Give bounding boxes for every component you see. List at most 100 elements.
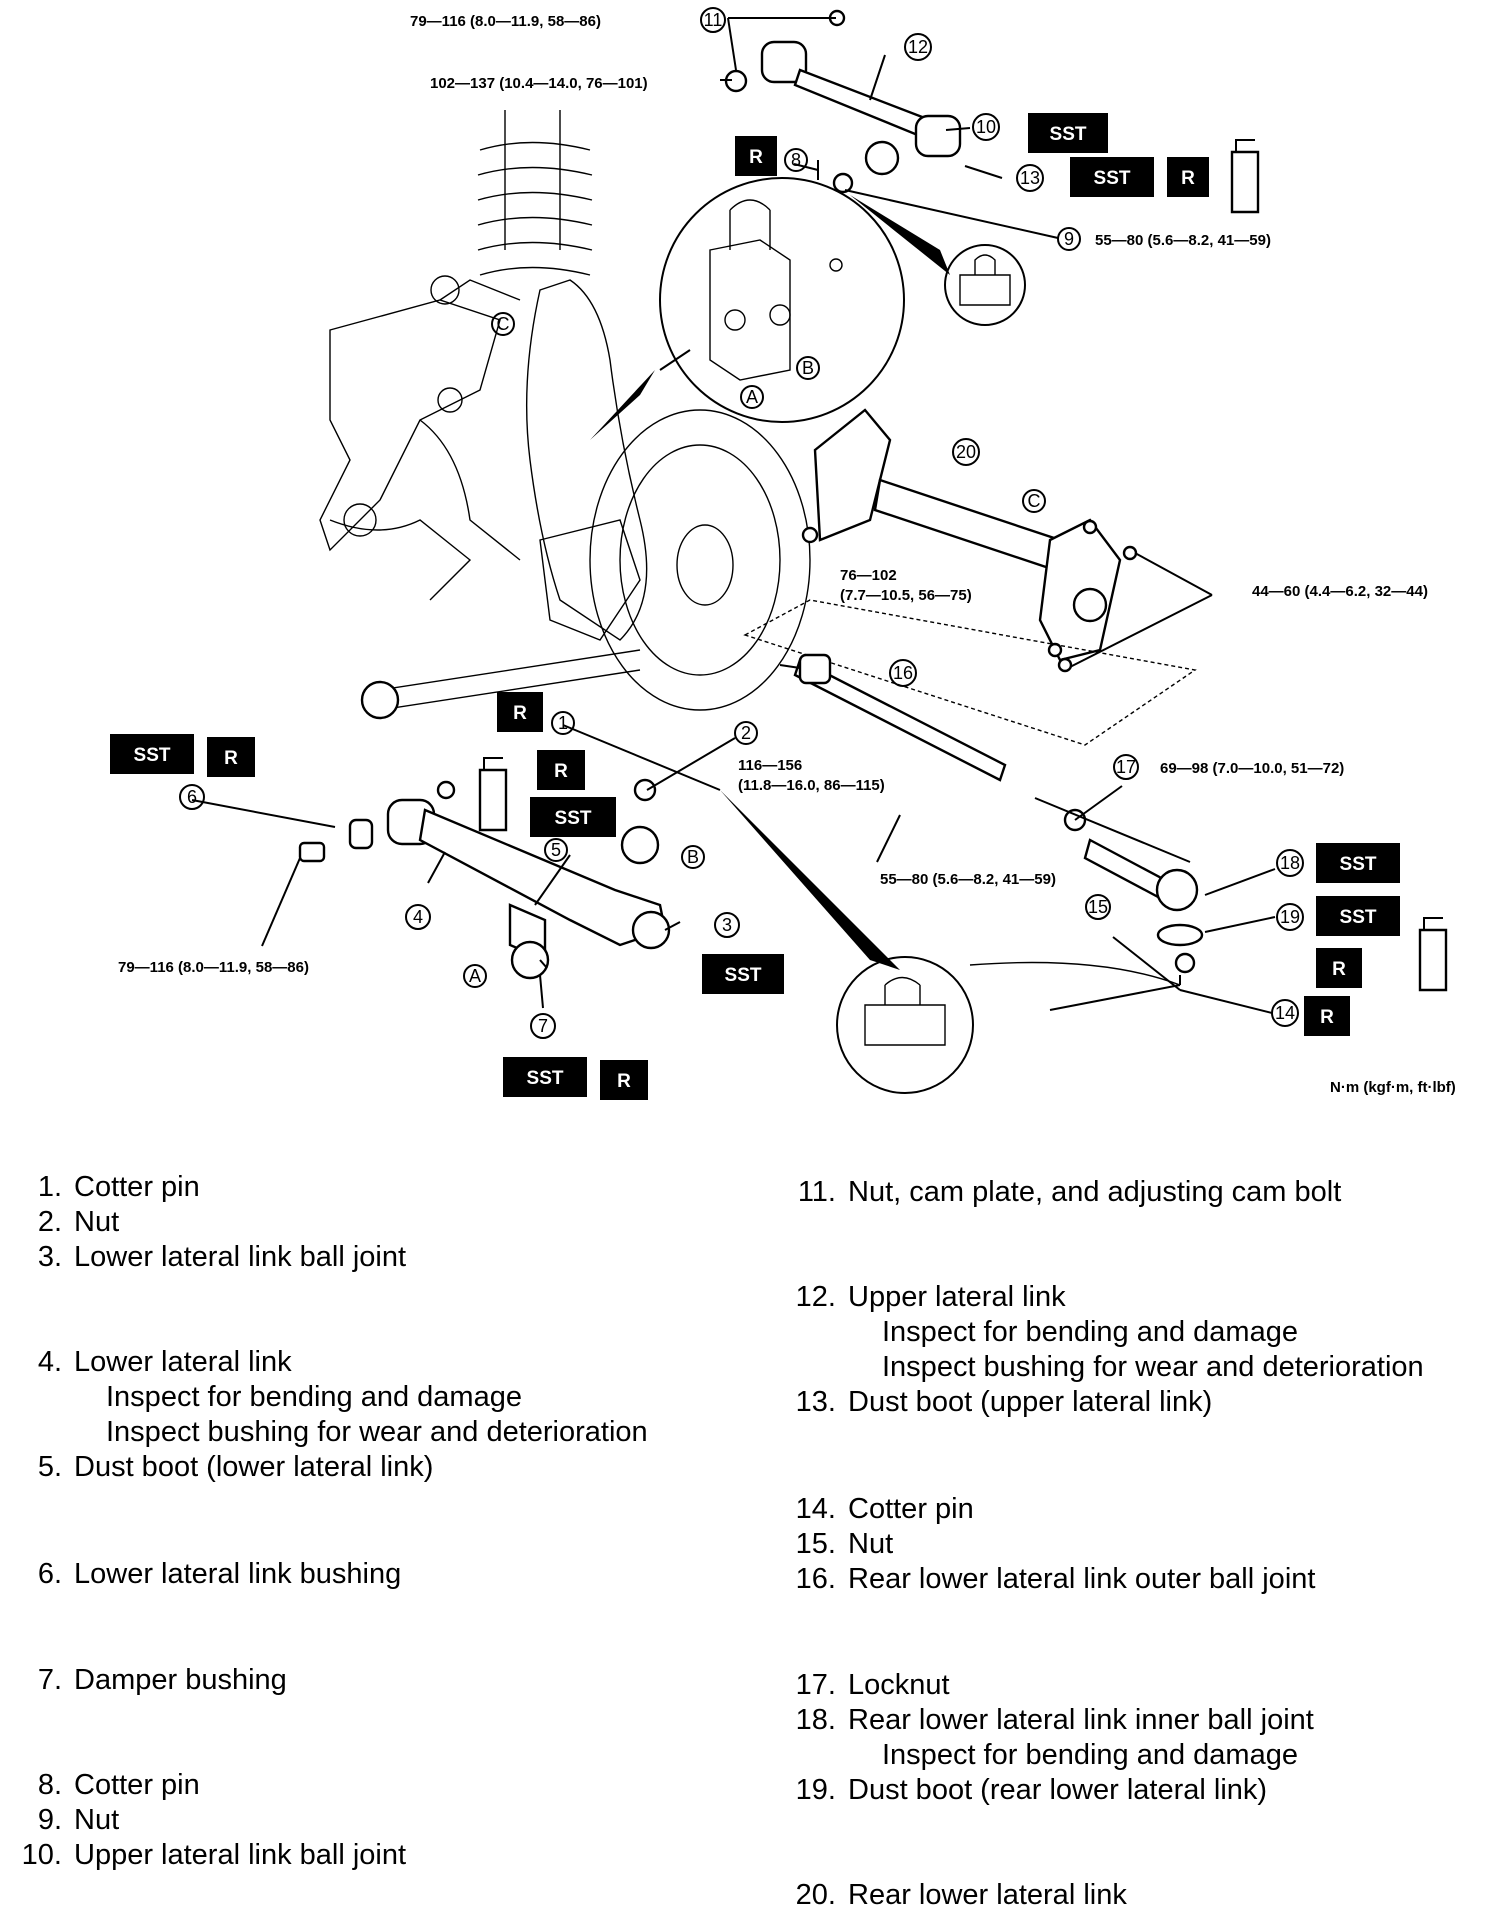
svg-text:14: 14 (1275, 1003, 1295, 1023)
legend-item-5: 5.Dust boot (lower lateral link) (37, 1451, 434, 1483)
suspension-exploded-diagram: 11 12 10 8 13 9 C B A 20 C 16 1 2 17 6 5… (110, 7, 1456, 1100)
callout-11: 11 (700, 7, 726, 33)
callout-5: 5 (544, 838, 568, 862)
leader-lines (191, 17, 1276, 1014)
svg-text:5: 5 (551, 840, 561, 860)
svg-text:R: R (1181, 168, 1195, 189)
svg-text:19: 19 (1280, 907, 1300, 927)
svg-text:C: C (497, 314, 510, 334)
svg-text:20: 20 (956, 442, 976, 462)
legend-item-11: 11.Nut, cam plate, and adjusting cam bol… (797, 1176, 1342, 1208)
parts-legend: 1.Cotter pin 2.Nut 3.Lower lateral link … (0, 1160, 1504, 1918)
tag-sst-19: SST (1316, 896, 1400, 936)
tag-r-7: R (600, 1060, 648, 1100)
legend-item-15: 15.Nut (795, 1528, 894, 1560)
svg-text:SST: SST (1340, 907, 1377, 928)
callout-3: 3 (714, 912, 740, 938)
callout-C1: C (491, 312, 515, 336)
svg-text:SST: SST (555, 808, 592, 829)
callouts: 11 12 10 8 13 9 C B A 20 C 16 1 2 17 6 5… (179, 7, 1304, 1039)
tag-sst-10: SST (1028, 113, 1108, 153)
torque-15: 55—80 (5.6—8.2, 41—59) (880, 871, 1056, 888)
legend-item-9: 9.Nut (37, 1804, 120, 1836)
torque-17: 69—98 (7.0—10.0, 51—72) (1160, 760, 1344, 777)
svg-text:SST: SST (1094, 168, 1131, 189)
callout-20: 20 (952, 438, 980, 466)
torque-16: 76—102 (840, 567, 897, 584)
legend-item-6: 6.Lower lateral link bushing (37, 1558, 402, 1590)
svg-text:R: R (513, 703, 527, 724)
callout-B1: B (796, 356, 820, 380)
svg-text:R: R (224, 748, 238, 769)
tag-sst-6: SST (110, 734, 194, 774)
callout-16: 16 (889, 659, 917, 687)
legend-item-20: 20.Rear lower lateral link (795, 1879, 1127, 1911)
tags: SST R SST R R SST R R SST SST SST R SST … (110, 113, 1400, 1100)
svg-text:17: 17 (1116, 757, 1136, 777)
callout-C2: C (1022, 489, 1046, 513)
svg-text:7: 7 (538, 1016, 548, 1036)
legend-item-12: 12.Upper lateral link (795, 1281, 1066, 1313)
callout-13: 13 (1016, 164, 1044, 192)
callout-15: 15 (1085, 894, 1111, 920)
callout-17: 17 (1113, 754, 1139, 780)
legend-item-18-note-1: Inspect for bending and damage (882, 1739, 1298, 1771)
legend-item-4-note-2: Inspect bushing for wear and deteriorati… (106, 1416, 648, 1448)
svg-text:SST: SST (1050, 124, 1087, 145)
legend-item-2: 2.Nut (37, 1206, 120, 1238)
svg-text:R: R (617, 1071, 631, 1092)
svg-text:A: A (746, 387, 758, 407)
tag-sst-18: SST (1316, 843, 1400, 883)
svg-text:SST: SST (527, 1068, 564, 1089)
svg-text:B: B (802, 358, 814, 378)
svg-text:8: 8 (791, 150, 801, 170)
legend-item-10: 10.Upper lateral link ball joint (21, 1839, 407, 1871)
svg-text:SST: SST (725, 965, 762, 986)
legend-item-17: 17.Locknut (795, 1669, 950, 1701)
legend-item-4-note-1: Inspect for bending and damage (106, 1381, 522, 1413)
svg-text:2: 2 (741, 723, 751, 743)
callout-12: 12 (904, 33, 932, 61)
svg-text:11: 11 (704, 10, 723, 30)
svg-text:1: 1 (558, 713, 568, 733)
tag-sst-3: SST (702, 954, 784, 994)
torque-2: 116—156 (738, 757, 802, 774)
svg-text:C: C (1028, 491, 1041, 511)
legend-item-4: 4.Lower lateral link (37, 1346, 292, 1378)
tag-r-2: R (537, 750, 585, 790)
svg-text:6: 6 (187, 787, 197, 807)
torque-2-imperial: (11.8—16.0, 86—115) (738, 777, 885, 794)
callout-8: 8 (784, 148, 808, 172)
torque-upper-bolt: 102—137 (10.4—14.0, 76—101) (430, 75, 648, 92)
tag-sst-7: SST (503, 1057, 587, 1097)
legend-item-13: 13.Dust boot (upper lateral link) (795, 1386, 1213, 1418)
callout-10: 10 (972, 113, 1000, 141)
legend-item-1: 1.Cotter pin (37, 1171, 200, 1203)
callout-1: 1 (551, 711, 575, 735)
svg-text:9: 9 (1064, 229, 1074, 249)
callout-A1: A (740, 385, 764, 409)
tag-sst-5: SST (530, 797, 616, 837)
svg-text:3: 3 (722, 915, 732, 935)
callout-2: 2 (734, 721, 758, 745)
svg-text:R: R (749, 147, 763, 168)
torque-20: 44—60 (4.4—6.2, 32—44) (1252, 583, 1428, 600)
torque-16-imperial: (7.7—10.5, 56—75) (840, 587, 972, 604)
callout-7: 7 (530, 1013, 556, 1039)
torque-specs: 79—116 (8.0—11.9, 58—86) 102—137 (10.4—1… (118, 13, 1456, 1096)
svg-text:12: 12 (908, 37, 928, 57)
svg-text:10: 10 (976, 117, 996, 137)
legend-item-8: 8.Cotter pin (37, 1769, 200, 1801)
legend-item-12-note-2: Inspect bushing for wear and deteriorati… (882, 1351, 1424, 1383)
tag-r-1: R (497, 692, 543, 732)
tag-sst-13: SST (1070, 157, 1154, 197)
legend-item-3: 3.Lower lateral link ball joint (37, 1241, 407, 1273)
svg-text:R: R (554, 761, 568, 782)
tag-r-14: R (1304, 996, 1350, 1036)
units-label: N·m (kgf·m, ft·lbf) (1330, 1079, 1456, 1096)
svg-text:R: R (1320, 1007, 1334, 1028)
torque-11: 79—116 (8.0—11.9, 58—86) (410, 13, 601, 30)
svg-text:B: B (687, 847, 699, 867)
torque-9: 55—80 (5.6—8.2, 41—59) (1095, 232, 1271, 249)
callout-B2: B (681, 845, 705, 869)
